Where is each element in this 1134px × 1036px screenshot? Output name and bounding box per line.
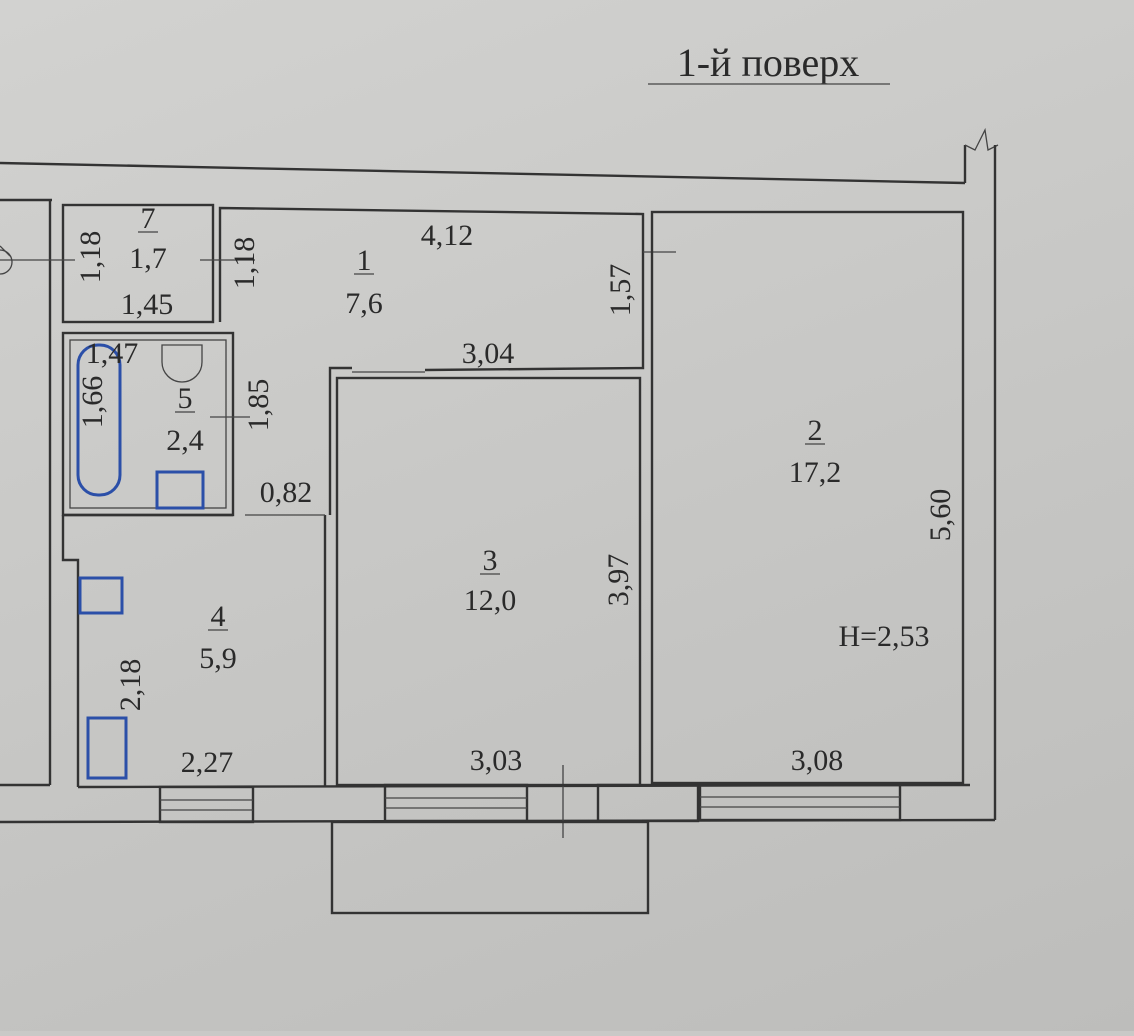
dim-room7-width: 1,45 [121,288,174,321]
room-4-area: 5,9 [199,642,237,675]
dim-room3-right: 3,97 [602,554,635,607]
room-7-area: 1,7 [129,242,167,275]
bathtub-icon [76,343,122,497]
stove-icon [78,576,124,615]
room-5-number: 5 [178,382,193,415]
room-7-number: 7 [141,202,156,235]
balcony [330,820,650,915]
room-labels: 7 1,7 1 7,6 5 2,4 4 5,9 3 12,0 2 17,2 H=… [129,202,929,675]
dim-room4-left: 2,18 [114,659,147,712]
toilet-icon [155,470,205,510]
dim-room3-bottom: 3,03 [470,744,523,777]
dim-room5-right: 1,85 [242,379,275,432]
dim-room2-right: 5,60 [924,489,957,542]
room-2-number: 2 [808,414,823,447]
room-2-outline [650,210,965,785]
dimension-labels: 1,18 1,45 1,18 4,12 1,57 3,04 1,47 1,66 … [74,219,957,779]
room-3-area: 12,0 [464,584,517,617]
floor-title: 1-й поверх [677,40,860,85]
ceiling-height: H=2,53 [838,620,929,653]
room-2-area: 17,2 [789,456,842,489]
room-3-outline [335,376,642,787]
dim-room5-top: 1,47 [86,337,139,370]
room-3-number: 3 [483,544,498,577]
dim-room7-height: 1,18 [74,231,107,284]
windows [158,765,902,838]
room-1-outline [218,206,645,372]
number-underlines [138,231,825,631]
dim-room1-bottom: 3,04 [462,337,515,370]
room-4-outline [61,515,80,787]
dim-room1-right: 1,57 [604,264,637,317]
room-5-area: 2,4 [166,424,204,457]
room-7-outline [61,203,215,324]
dim-room2-bottom: 3,08 [791,744,844,777]
room-1-area: 7,6 [345,287,383,320]
kitchen-sink-icon [86,716,128,780]
dim-room5-door: 0,82 [260,476,313,509]
dim-room5-left: 1,66 [76,376,109,429]
dim-room1-top: 4,12 [421,219,474,252]
dim-room1-left: 1,18 [228,237,261,290]
room-4-number: 4 [211,600,226,633]
room-1-number: 1 [357,244,372,277]
sink-icon [161,344,203,383]
dim-room4-bottom: 2,27 [181,746,234,779]
